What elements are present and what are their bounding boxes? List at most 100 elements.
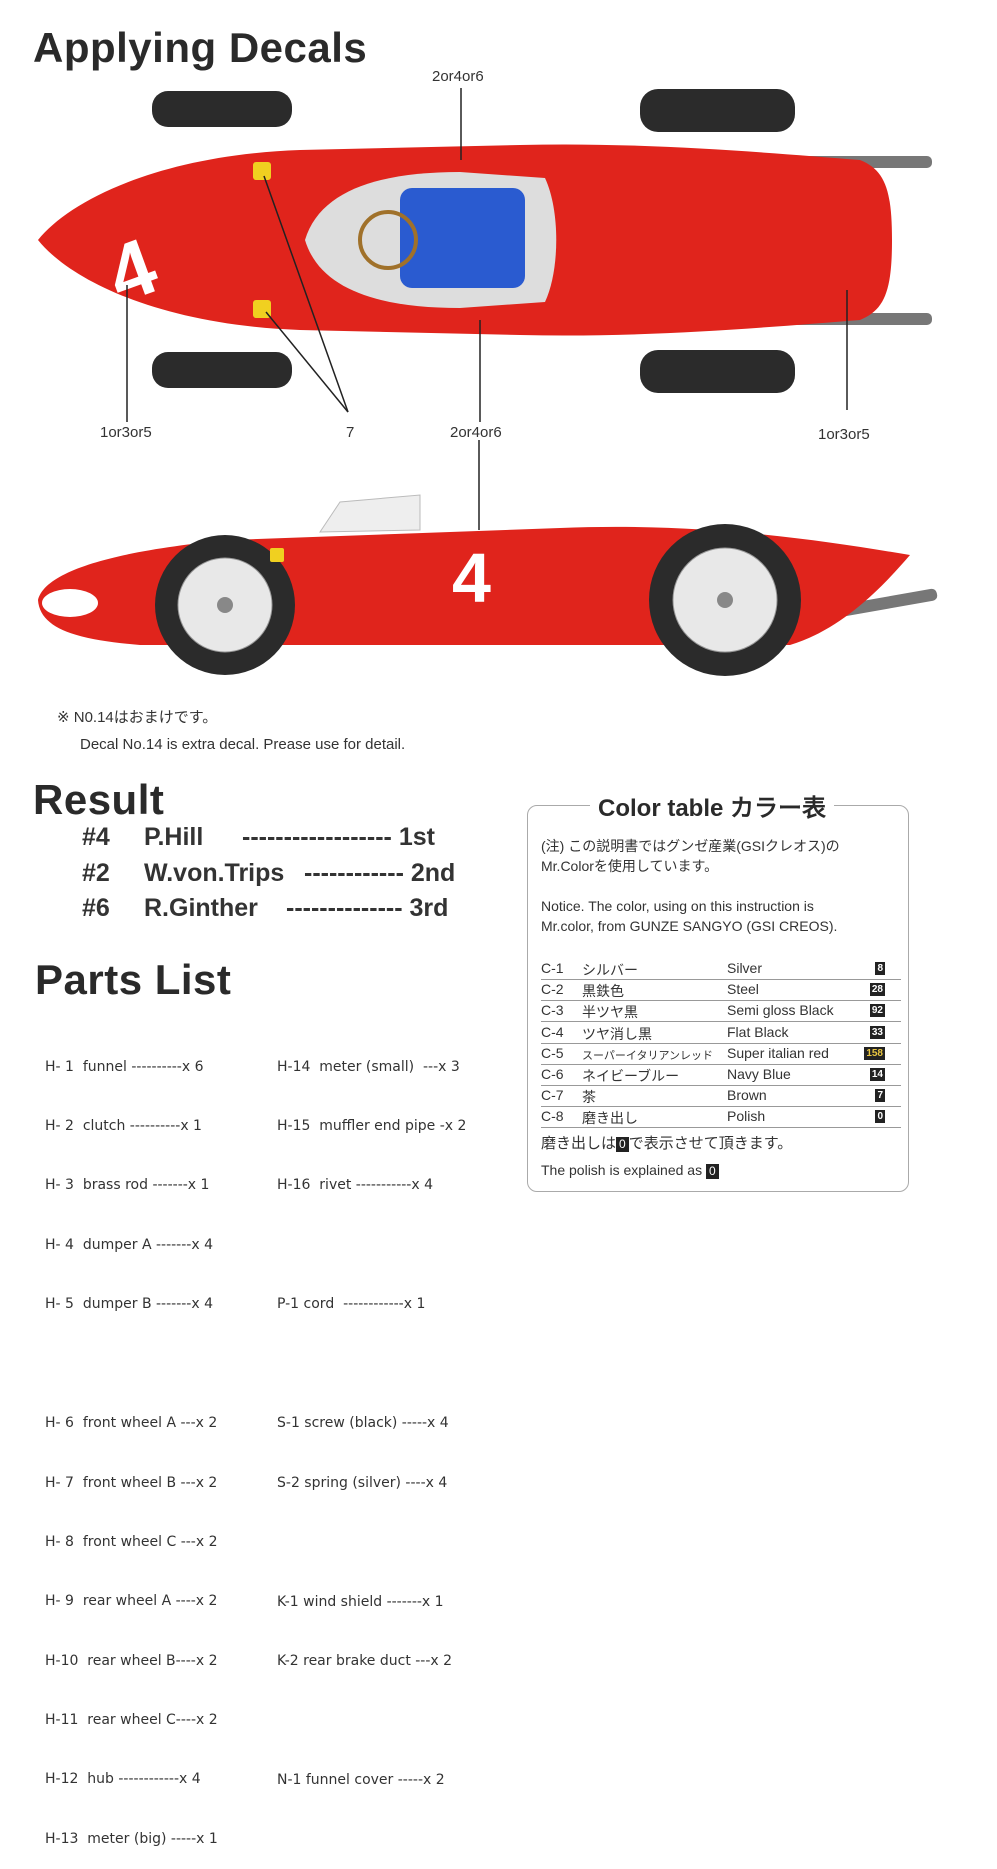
color-name-en: Polish xyxy=(727,1108,766,1125)
spacer xyxy=(45,1355,218,1375)
result-heading: Result xyxy=(33,776,165,823)
color-name-jp: シルバー xyxy=(582,962,638,978)
part-item: H-13 meter (big) -----x 1 xyxy=(45,1830,218,1847)
dashes: -------------- xyxy=(286,894,403,922)
part-item: H- 9 rear wheel A ----x 2 xyxy=(45,1593,218,1610)
place: 1st xyxy=(398,823,435,851)
front-wheel xyxy=(155,535,295,675)
dashes: ------------------ xyxy=(242,823,392,851)
color-name-jp: 半ツヤ黒 xyxy=(582,1004,638,1021)
mr-color-number-badge: 8 xyxy=(875,962,885,975)
color-name-en: Super italian red xyxy=(727,1044,829,1061)
polish-jp-pre: 磨き出しは xyxy=(541,1135,617,1152)
color-table-title: Color table カラー表 xyxy=(590,788,835,823)
result-row: #2 W.von.Trips ------------ 2nd xyxy=(82,859,455,888)
note-jp: ※ N0.14はおまけです。 xyxy=(57,709,218,726)
color-name-jp: 磨き出し xyxy=(582,1110,638,1127)
driver-name: P.Hill xyxy=(144,823,204,851)
color-name-en: Navy Blue xyxy=(727,1066,791,1082)
notice-jp: (注) この説明書ではグンゼ産業(GSIクレオス)の Mr.Colorを使用して… xyxy=(541,836,840,876)
part-item: H-15 muffler end pipe -x 2 xyxy=(277,1117,467,1134)
color-row: C-7 茶 Brown 7 xyxy=(541,1085,901,1108)
parts-list-right: H-14 meter (small) ---x 3 H-15 muffler e… xyxy=(277,1018,466,1811)
seat xyxy=(400,188,525,288)
place: 2nd xyxy=(410,859,456,887)
part-item: H- 4 dumper A -------x 4 xyxy=(45,1236,213,1253)
dashes: ------------ xyxy=(304,859,404,887)
car-number: #2 xyxy=(82,859,110,887)
color-row: C-8 磨き出し Polish 0 xyxy=(541,1106,901,1129)
spacer xyxy=(277,1533,466,1553)
side-race-number: 4 xyxy=(452,539,491,617)
page-title: Applying Decals xyxy=(33,24,368,71)
part-item: H- 3 brass rod -------x 1 xyxy=(45,1177,210,1194)
part-item: H-16 rivet -----------x 4 xyxy=(277,1177,433,1194)
part-item: H- 8 front wheel C ---x 2 xyxy=(45,1533,218,1550)
color-name-jp: ネイビーブルー xyxy=(582,1068,680,1084)
rear-wheel xyxy=(649,524,801,676)
color-code: C-7 xyxy=(541,1087,564,1104)
place: 3rd xyxy=(409,894,449,922)
part-item: K-2 rear brake duct ---x 2 xyxy=(277,1653,453,1670)
tires xyxy=(152,89,795,393)
car-number: #4 xyxy=(82,823,110,851)
steering-wheel xyxy=(358,210,418,270)
mr-color-number-badge: 14 xyxy=(869,1068,885,1081)
car-top-view: 4 xyxy=(38,88,932,422)
color-name-jp: スーパーイタリアンレッド xyxy=(582,1049,714,1062)
driver-name: W.von.Trips xyxy=(144,859,285,887)
decal-label-bottom-right: 1or3or5 xyxy=(818,426,870,443)
mr-color-number-badge: 158 xyxy=(864,1046,885,1060)
polish-jp-post: で表示させて頂きます。 xyxy=(628,1135,793,1152)
part-item: S-2 spring (silver) ----x 4 xyxy=(277,1474,448,1491)
color-name-jp: ツヤ消し黒 xyxy=(582,1025,652,1042)
result-row: #4 P.Hill ------------------ 1st xyxy=(82,823,435,852)
part-item: H-12 hub ------------x 4 xyxy=(45,1771,201,1788)
part-item: H- 5 dumper B -------x 4 xyxy=(45,1296,213,1313)
decal-label-bottom-center: 2or4or6 xyxy=(450,424,502,441)
color-name-jp: 茶 xyxy=(582,1089,596,1106)
notice-jp-line: (注) この説明書ではグンゼ産業(GSIクレオス)の xyxy=(541,838,840,854)
mr-color-number-badge: 0 xyxy=(875,1110,885,1124)
color-code: C-1 xyxy=(541,960,564,976)
spacer xyxy=(277,1236,466,1256)
color-name-en: Brown xyxy=(727,1087,767,1104)
part-item: H- 7 front wheel B ---x 2 xyxy=(45,1474,218,1491)
color-code: C-2 xyxy=(541,981,564,998)
part-item: H-11 rear wheel C----x 2 xyxy=(45,1712,218,1729)
polish-badge: 0 xyxy=(706,1164,719,1179)
notice-en-line: Notice. The color, using on this instruc… xyxy=(541,898,814,914)
part-item: P-1 cord ------------x 1 xyxy=(277,1296,426,1313)
car-number: #6 xyxy=(82,894,110,922)
mr-color-number-badge: 33 xyxy=(869,1025,885,1039)
mr-color-number-badge: 92 xyxy=(869,1004,885,1018)
color-row: C-3 半ツヤ黒 Semi gloss Black 92 xyxy=(541,1000,901,1023)
note-en: Decal No.14 is extra decal. Prease use f… xyxy=(80,736,406,753)
decal-label-top-center: 2or4or6 xyxy=(432,68,484,85)
color-name-jp: 黒鉄色 xyxy=(582,983,624,1000)
color-name-en: Semi gloss Black xyxy=(727,1002,834,1019)
notice-jp-line: Mr.Colorを使用しています。 xyxy=(541,858,719,874)
car-side-view xyxy=(38,440,938,676)
mr-color-number-badge: 7 xyxy=(875,1089,885,1103)
color-code: C-3 xyxy=(541,1002,564,1019)
decal-label-seven: 7 xyxy=(346,424,355,441)
color-code: C-8 xyxy=(541,1108,564,1125)
polish-note-en: The polish is explained as 0 xyxy=(541,1160,719,1180)
part-item: N-1 funnel cover -----x 2 xyxy=(277,1772,445,1789)
decal-label-bottom-left: 1or3or5 xyxy=(100,424,152,441)
part-item: H- 6 front wheel A ---x 2 xyxy=(45,1415,218,1432)
parts-list-heading: Parts List xyxy=(35,956,232,1003)
part-item: H- 1 funnel ----------x 6 xyxy=(45,1058,204,1075)
polish-badge: 0 xyxy=(616,1137,629,1152)
polish-en: The polish is explained as xyxy=(541,1162,703,1178)
part-item: K-1 wind shield -------x 1 xyxy=(277,1593,444,1610)
color-name-en: Steel xyxy=(727,981,759,998)
